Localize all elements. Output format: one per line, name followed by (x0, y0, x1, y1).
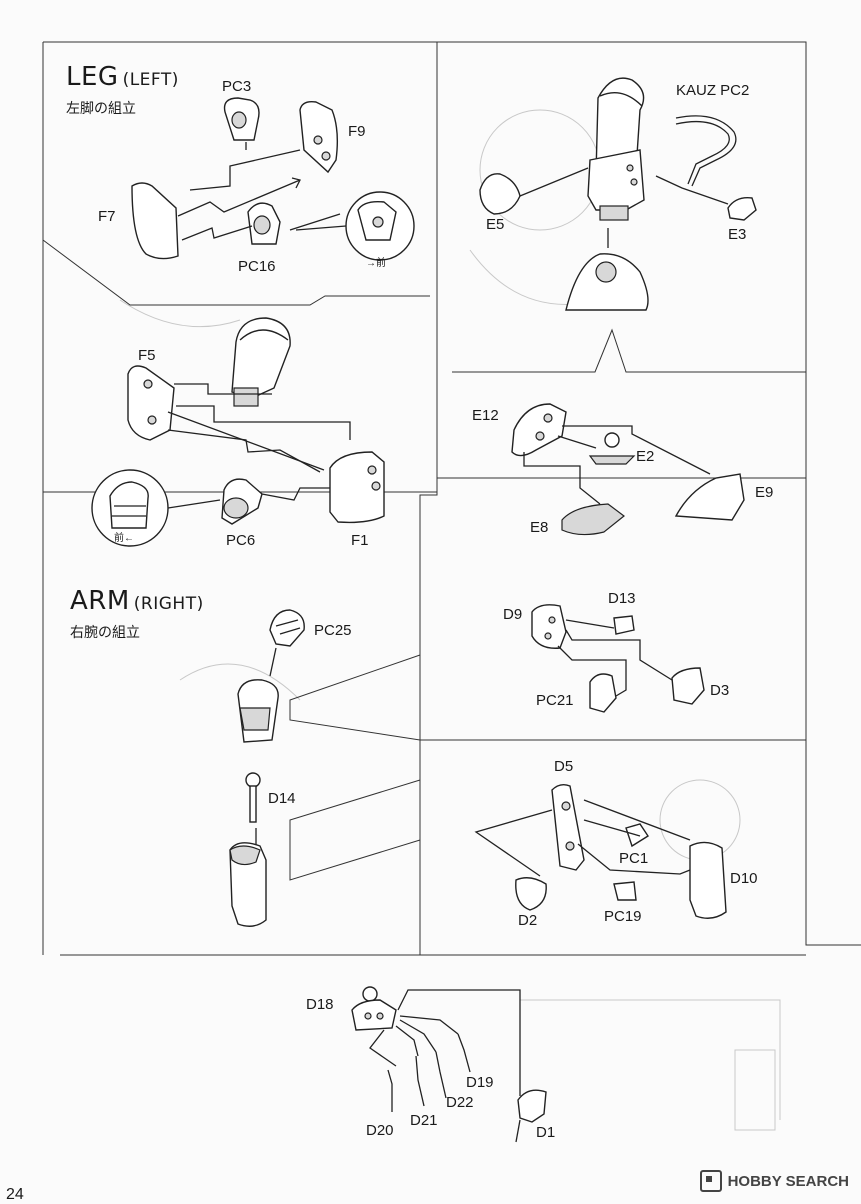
part-label-f1: F1 (351, 532, 369, 549)
arm-step2-drawing (531, 604, 705, 713)
ghost-background (119, 109, 781, 1131)
leg-step3-drawing (479, 77, 757, 311)
part-label-kauz-pc2: KAUZ PC2 (676, 82, 750, 99)
note-front-right: →前 (366, 258, 386, 269)
part-label-f9: F9 (348, 123, 366, 140)
section-title-arm-text: ARM (70, 586, 130, 616)
part-label-pc21: PC21 (536, 692, 574, 709)
part-label-d14: D14 (268, 790, 296, 807)
section-side-arm: (RIGHT) (133, 594, 204, 614)
part-label-pc3: PC3 (222, 78, 252, 95)
part-label-d2: D2 (518, 912, 538, 929)
part-label-f7: F7 (98, 208, 116, 225)
hobby-search-logo-icon (699, 1170, 722, 1192)
arm-step1-drawing (229, 609, 305, 927)
watermark: HOBBY SEARCH (699, 1170, 849, 1192)
part-label-d18: D18 (306, 996, 334, 1013)
watermark-text: HOBBY SEARCH (727, 1172, 849, 1190)
section-title-arm: ARM(RIGHT) (70, 586, 204, 616)
part-label-e8: E8 (530, 519, 549, 536)
part-label-d1: D1 (536, 1124, 556, 1141)
leg-step2-drawing (91, 317, 385, 547)
part-label-pc1: PC1 (619, 850, 649, 867)
part-label-e12: E12 (472, 407, 499, 424)
part-label-e9: E9 (755, 484, 774, 501)
leg-step4-drawing (511, 403, 745, 536)
part-label-d9: D9 (503, 606, 523, 623)
note-front-left: 前← (114, 533, 134, 544)
part-label-d21: D21 (410, 1112, 438, 1129)
section-subtitle-leg: 左脚の組立 (66, 101, 136, 117)
leg-step1-drawing (131, 97, 415, 261)
part-label-e5: E5 (486, 216, 505, 233)
part-label-d22: D22 (446, 1094, 474, 1111)
section-title-leg: LEG(LEFT) (66, 62, 179, 92)
page-number: 24 (6, 1186, 24, 1203)
part-label-pc25: PC25 (314, 622, 352, 639)
part-label-pc16: PC16 (238, 258, 276, 275)
arm-step4-drawing (351, 986, 547, 1143)
part-label-d3: D3 (710, 682, 730, 699)
part-label-d5: D5 (554, 758, 574, 775)
part-label-pc6: PC6 (226, 532, 256, 549)
part-label-e3: E3 (728, 226, 747, 243)
arm-step3-drawing (474, 783, 727, 919)
section-subtitle-arm: 右腕の組立 (70, 625, 140, 641)
section-side-leg: (LEFT) (122, 70, 179, 90)
section-title-leg-text: LEG (66, 62, 119, 92)
part-label-pc19: PC19 (604, 908, 642, 925)
part-label-d20: D20 (366, 1122, 394, 1139)
part-label-d19: D19 (466, 1074, 494, 1091)
part-label-d10: D10 (730, 870, 758, 887)
part-label-f5: F5 (138, 347, 156, 364)
part-label-e2: E2 (636, 448, 655, 465)
part-label-d13: D13 (608, 590, 636, 607)
